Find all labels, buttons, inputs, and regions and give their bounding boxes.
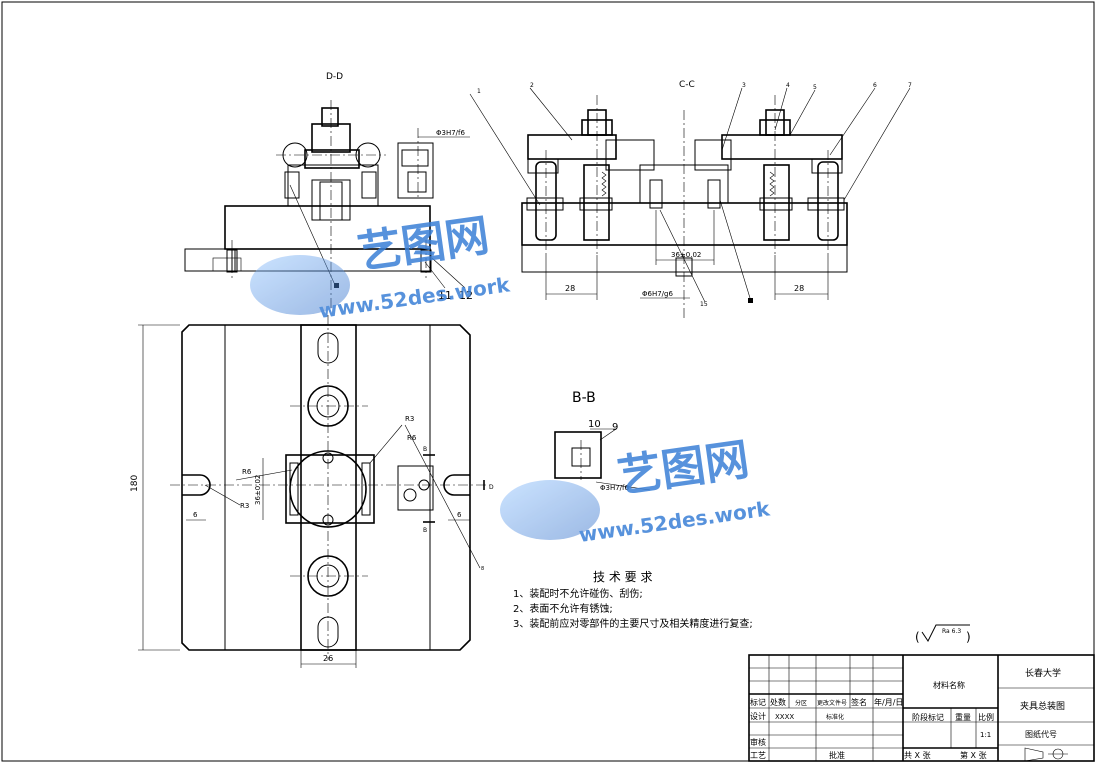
tb-h-sign: 签名 [851, 697, 867, 707]
view-plan: 180 26 36±0.02 R6 R3 R3 R6 8 6 6 B B D [130, 315, 494, 668]
tb-h-change: 更改文件号 [817, 699, 847, 707]
tb-standardize: 标准化 [826, 713, 844, 721]
tb-scale-value: 1:1 [980, 731, 991, 739]
tb-university: 长春大学 [1025, 667, 1061, 679]
tb-stage-mark: 阶段标记 [912, 712, 944, 722]
view-label-cc: C-C [679, 80, 695, 90]
plan-left6: 6 [193, 511, 198, 519]
view-label-dd: D-D [326, 72, 343, 82]
tb-approve: 批准 [829, 750, 845, 760]
bb-fit: Φ3H7/f6 [600, 484, 630, 492]
balloon-15: 15 [700, 301, 708, 308]
tech-item-2: 2、表面不允许有锈蚀; [513, 602, 613, 615]
tb-drawing-code: 图纸代号 [1025, 729, 1057, 739]
tech-requirements: 技 术 要 求 1、装配时不允许碰伤、刮伤; 2、表面不允许有锈蚀; 3、装配前… [513, 570, 753, 630]
tech-title: 技 术 要 求 [593, 570, 652, 584]
balloon-8: 8 [481, 566, 484, 572]
tb-designer: XXXX [775, 713, 794, 721]
tb-design: 设计 [750, 711, 766, 721]
tech-item-1: 1、装配时不允许碰伤、刮伤; [513, 587, 643, 600]
tb-weight: 重量 [955, 712, 971, 722]
cut-mark-d: D [489, 484, 494, 491]
roughness-value: Ra 6.3 [942, 628, 961, 635]
balloon-6: 6 [873, 82, 877, 89]
balloon-5: 5 [813, 84, 817, 91]
tb-drawing-name: 夹具总装图 [1020, 700, 1065, 712]
tb-h-zone: 分区 [795, 699, 807, 707]
balloon-4: 4 [786, 82, 790, 89]
watermark-brand-1: 艺图网 [354, 210, 492, 279]
tb-h-date: 年/月/日 [874, 697, 903, 707]
cc-dim-right: 28 [794, 284, 804, 293]
dd-fit: Φ3H7/f6 [436, 129, 466, 137]
cc-fit: Φ6H7/g6 [642, 290, 673, 298]
plan-r3a: R3 [240, 502, 249, 510]
tb-material: 材料名称 [933, 680, 965, 690]
cut-mark-b2: B [423, 527, 427, 534]
plan-right6: 6 [457, 511, 462, 519]
balloon-10: 10 [588, 419, 601, 430]
tb-review: 审核 [750, 737, 766, 747]
plan-width: 26 [323, 654, 333, 663]
balloon-7: 7 [908, 82, 912, 89]
plan-v: 36±0.02 [254, 475, 262, 505]
tb-process: 工艺 [750, 751, 766, 760]
svg-text:): ) [966, 630, 971, 644]
balloon-1: 1 [477, 88, 481, 95]
svg-text:(: ( [915, 630, 920, 644]
balloon-3: 3 [742, 82, 746, 89]
balloon-2: 2 [530, 82, 534, 89]
balloon-9: 9 [612, 422, 618, 433]
watermark-url-2: www.52des.work [577, 496, 772, 547]
view-label-bb: B-B [572, 390, 596, 406]
tech-item-3: 3、装配前应对零部件的主要尺寸及相关精度进行复查; [513, 617, 753, 630]
cut-mark-b1: B [423, 446, 427, 453]
plan-height: 180 [130, 475, 140, 492]
watermark-brand-2: 艺图网 [614, 434, 752, 503]
balloon-11: 11 [438, 289, 452, 302]
view-cc: C-C [469, 80, 912, 320]
watermark-2: 艺图网 www.52des.work [500, 434, 772, 547]
watermark-1: 艺图网 www.52des.work [250, 210, 512, 323]
view-dd: D-D Φ3H7/f6 [184, 72, 473, 310]
balloon-12: 12 [459, 289, 473, 302]
roughness-symbol: ( Ra 6.3 ) [915, 624, 971, 644]
tb-scale: 比例 [978, 712, 994, 722]
tb-sheets-total: 共 X 张 [904, 751, 931, 760]
plan-r3b: R3 [405, 415, 414, 423]
tb-sheet-no: 第 X 张 [960, 750, 987, 760]
cc-dim-mid: 36±0.02 [671, 251, 701, 259]
title-block: 标记 处数 分区 更改文件号 签名 年/月/日 设计 XXXX 标准化 审核 工… [748, 654, 1095, 762]
view-bb: B-B 10 9 Φ3H7/f6 [554, 390, 651, 492]
tb-h-mark: 标记 [750, 697, 766, 707]
tb-h-count: 处数 [770, 697, 786, 707]
cc-dim-left: 28 [565, 284, 575, 293]
plan-r6a: R6 [242, 468, 252, 476]
